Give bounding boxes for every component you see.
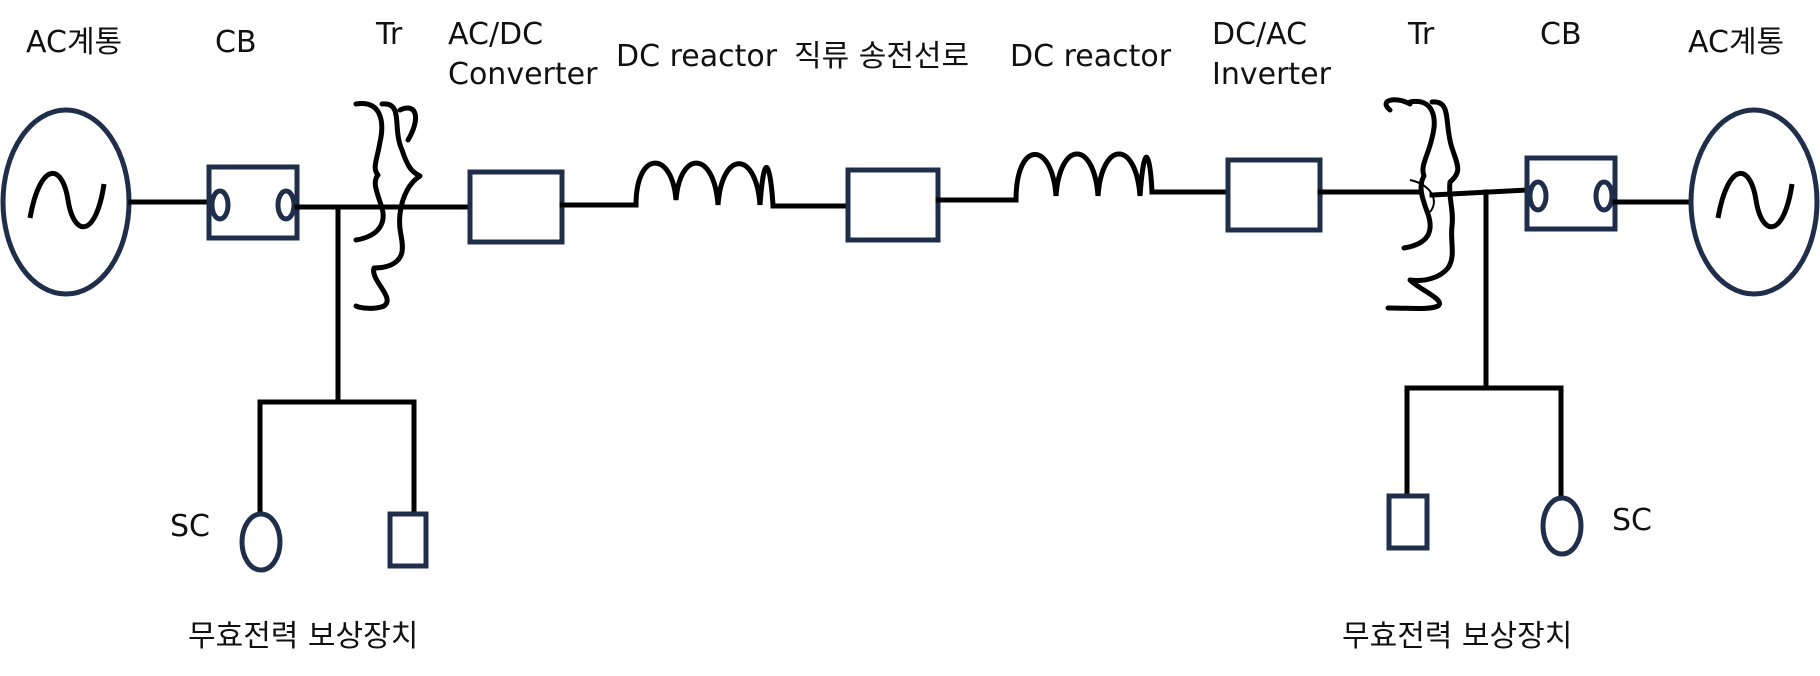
ac-dc-converter-box	[467, 169, 565, 245]
inverter-label-line1: DC/AC	[1212, 17, 1307, 52]
cb-right-label: CB	[1540, 17, 1582, 52]
cb-right-contact-2	[1593, 179, 1615, 213]
dc-transmission-line-box	[845, 167, 941, 243]
ac-grid-left-label: AC계통	[26, 25, 122, 60]
sc-left-label: SC	[170, 509, 210, 544]
sine-wave-icon	[27, 171, 107, 230]
transformer-right-inner-lead	[1409, 179, 1435, 213]
filter-left-box	[387, 511, 429, 569]
dc-reactor-right-coil	[1013, 151, 1155, 201]
transformer-right	[1383, 97, 1461, 311]
reactive-compensator-right	[1386, 189, 1584, 557]
inverter-label-line2: Inverter	[1212, 57, 1332, 92]
circuit-breaker-right	[1524, 155, 1618, 232]
ac-grid-right	[1688, 107, 1820, 297]
cb-left-contact-2	[275, 188, 297, 222]
converter-label-line1: AC/DC	[448, 17, 543, 52]
sc-right-label: SC	[1612, 503, 1652, 538]
transformer-right-winding-1	[1401, 98, 1437, 251]
cb-right-contact-1	[1527, 179, 1549, 213]
tr-right-label: Tr	[1407, 17, 1435, 52]
transformer-left	[353, 101, 423, 311]
transformer-left-winding-2	[353, 101, 423, 311]
circuit-breaker-left	[206, 164, 300, 241]
synchronous-condenser-right	[1540, 495, 1584, 557]
dc-line-label: 직류 송전선로	[794, 39, 969, 74]
dc-reactor-left-coil	[633, 160, 776, 206]
synchronous-condenser-left	[239, 511, 283, 573]
tr-left-label: Tr	[375, 17, 403, 52]
wire-transformer-to-cb-right	[1429, 187, 1530, 198]
reactive-compensator-left	[239, 204, 429, 573]
sine-wave-icon	[1715, 171, 1795, 230]
ac-grid-right-label: AC계통	[1688, 25, 1784, 60]
transformer-right-winding-top	[1383, 97, 1413, 113]
filter-right-box	[1386, 493, 1430, 551]
converter-label-line2: Converter	[448, 57, 598, 92]
ac-grid-left	[0, 107, 132, 297]
compensator-left-label: 무효전력 보상장치	[188, 619, 418, 654]
cb-left-contact-1	[209, 188, 231, 222]
dc-reactor-right-label: DC reactor	[1010, 39, 1172, 74]
dc-reactor-left-label: DC reactor	[616, 39, 778, 74]
cb-left-label: CB	[215, 25, 257, 60]
compensator-right-label: 무효전력 보상장치	[1342, 619, 1572, 654]
transformer-left-winding-1	[353, 101, 386, 243]
dc-ac-inverter-box	[1225, 157, 1323, 233]
transformer-left-winding-top	[397, 105, 418, 143]
transformer-right-winding-2	[1385, 99, 1461, 311]
